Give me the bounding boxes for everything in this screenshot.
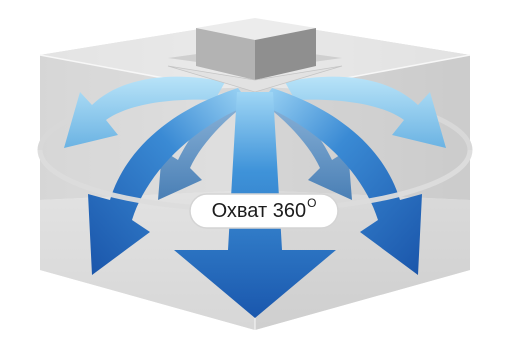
airflow-arrow-icon [64,76,446,200]
cassette-unit-icon [167,18,343,93]
unit-panel [167,65,343,93]
arrow-front-left [88,88,250,275]
arrow-front-right [260,88,422,275]
arrow-back-left [64,76,225,148]
coverage-label-pill [189,193,339,229]
unit-top [196,18,316,40]
unit-left [196,28,255,80]
unit-right [255,28,316,80]
arrow-back-right [285,76,446,148]
arrow-mid-right [264,92,352,200]
arrow-mid-left [158,92,246,200]
